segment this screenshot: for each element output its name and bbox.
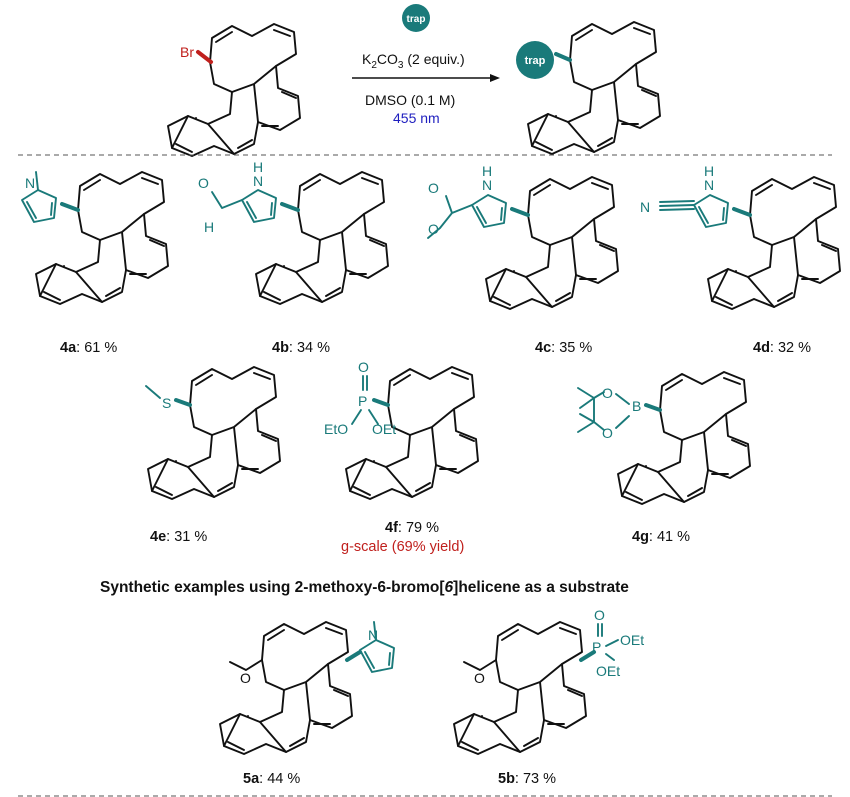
label-4g: 4g: 41 %	[632, 529, 690, 545]
section-title: Synthetic examples using 2-methoxy-6-bro…	[100, 579, 629, 596]
svg-text:S: S	[162, 395, 171, 411]
svg-text:N: N	[368, 627, 378, 643]
compound-4d: N H N	[640, 163, 841, 310]
label-4a: 4a: 61 %	[60, 340, 117, 356]
svg-text:O: O	[602, 425, 613, 441]
label-4e: 4e: 31 %	[150, 529, 207, 545]
compound-4e: S	[145, 366, 281, 500]
compound-4b: N H O H	[198, 159, 389, 305]
svg-text:O: O	[428, 180, 439, 196]
solvent-label: DMSO (0.1 M)	[365, 92, 455, 108]
label-4f-gscale: g-scale (69% yield)	[341, 539, 464, 555]
svg-text:N: N	[640, 199, 650, 215]
compound-5a: O N	[219, 621, 395, 755]
svg-text:N: N	[253, 173, 263, 189]
svg-text:OEt: OEt	[372, 421, 396, 437]
bromine-label: Br	[180, 44, 194, 60]
trap-reagent-badge: trap	[402, 4, 430, 32]
reaction-arrow	[352, 74, 500, 82]
compound-4f: P O EtO OEt	[324, 359, 479, 500]
svg-text:EtO: EtO	[324, 421, 348, 437]
trap-reagent-text: trap	[407, 14, 426, 25]
svg-text:O: O	[358, 359, 369, 375]
svg-text:H: H	[482, 163, 492, 179]
label-4d: 4d: 32 %	[753, 340, 811, 356]
svg-text:H: H	[704, 163, 714, 179]
svg-text:OEt: OEt	[620, 632, 644, 648]
label-5b: 5b: 73 %	[498, 771, 556, 787]
svg-text:O: O	[240, 670, 251, 686]
svg-text:P: P	[358, 393, 367, 409]
base-reagent-label: K2CO3 (2 equiv.)	[362, 51, 465, 71]
svg-text:N: N	[482, 177, 492, 193]
starting-material: Br	[167, 23, 301, 157]
svg-text:trap: trap	[525, 55, 546, 67]
label-4b: 4b: 34 %	[272, 340, 330, 356]
label-4c: 4c: 35 %	[535, 340, 592, 356]
svg-text:N: N	[25, 175, 35, 191]
light-wavelength-label: 455 nm	[393, 110, 440, 126]
compound-4a: N	[21, 171, 169, 305]
compound-5b: O P O OEt OEt	[453, 607, 644, 755]
trap-product-badge: trap	[516, 41, 554, 79]
svg-text:O: O	[594, 607, 605, 623]
svg-text:O: O	[198, 175, 209, 191]
svg-text:H: H	[204, 219, 214, 235]
svg-text:O: O	[474, 670, 485, 686]
label-5a: 5a: 44 %	[243, 771, 300, 787]
svg-text:H: H	[253, 159, 263, 175]
svg-text:O: O	[602, 385, 613, 401]
label-4f: 4f: 79 %	[385, 520, 439, 536]
svg-text:N: N	[704, 177, 714, 193]
product-general: trap	[516, 21, 661, 155]
svg-text:P: P	[592, 639, 601, 655]
compound-4c: N H O O	[427, 163, 619, 310]
svg-text:O: O	[428, 221, 439, 237]
svg-text:B: B	[632, 398, 641, 414]
svg-text:OEt: OEt	[596, 663, 620, 679]
compound-4g: B O O	[577, 371, 751, 505]
